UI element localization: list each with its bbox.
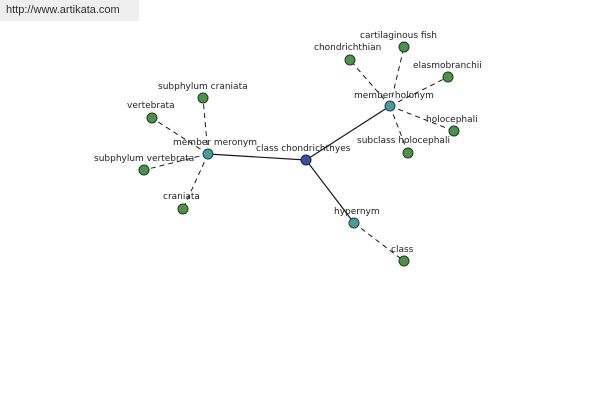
node-elasmobranchii[interactable] <box>442 71 454 83</box>
node-subphylum-craniata[interactable] <box>197 92 209 104</box>
graph-labels: subphylum craniata vertebrata subphylum ve… <box>94 31 482 255</box>
edge-holonym-holocephali <box>389 105 455 132</box>
node-hypernym-label[interactable]: hypernym <box>334 207 380 217</box>
node-root-label[interactable]: class chondrichthyes <box>256 144 351 154</box>
node-vertebrata-label[interactable]: vertebrata <box>127 101 175 111</box>
node-root[interactable] <box>300 154 312 166</box>
node-subphylum-vertebrata[interactable] <box>138 164 150 176</box>
edge-meronym-craniata <box>182 153 209 210</box>
node-cartilaginous-fish-label[interactable]: cartilaginous fish <box>360 31 437 41</box>
node-meronym[interactable] <box>202 148 214 160</box>
node-holocephali-label[interactable]: holocephali <box>426 115 478 125</box>
edge-holonym-chondrichthian <box>349 59 391 107</box>
edge-holonym-elasmobranchii <box>389 76 449 107</box>
node-cartilaginous-fish[interactable] <box>398 41 410 53</box>
node-craniata[interactable] <box>177 203 189 215</box>
node-chondrichthian[interactable] <box>344 54 356 66</box>
graph-edges <box>143 46 455 262</box>
node-holonym-label[interactable]: member holonym <box>354 91 434 101</box>
edge-root-holonym <box>305 105 391 161</box>
source-url-link[interactable]: http://www.artikata.com <box>6 4 120 16</box>
node-subclass-holocephali-label[interactable]: subclass holocephali <box>357 136 450 146</box>
edge-root-hypernym <box>305 159 355 224</box>
url-bar: http://www.artikata.com <box>0 0 139 21</box>
node-holocephali[interactable] <box>448 125 460 137</box>
node-elasmobranchii-label[interactable]: elasmobranchii <box>413 61 482 71</box>
node-vertebrata[interactable] <box>146 112 158 124</box>
node-class-label[interactable]: class <box>391 245 414 255</box>
edge-hypernym-class <box>353 222 405 262</box>
node-craniata-label[interactable]: craniata <box>163 192 200 202</box>
node-class[interactable] <box>398 255 410 267</box>
node-chondrichthian-label[interactable]: chondrichthian <box>314 43 381 53</box>
edge-holonym-cartilaginous-fish <box>389 46 405 107</box>
node-holonym[interactable] <box>384 100 396 112</box>
node-hypernym[interactable] <box>348 217 360 229</box>
graph-nodes <box>138 41 460 267</box>
edge-meronym-subphylum-vertebrata <box>143 153 209 171</box>
node-subphylum-vertebrata-label[interactable]: subphylum vertebrata <box>94 154 194 164</box>
node-subclass-holocephali[interactable] <box>402 147 414 159</box>
node-meronym-label[interactable]: member meronym <box>173 138 257 148</box>
node-subphylum-craniata-label[interactable]: subphylum craniata <box>158 82 248 92</box>
edge-meronym-subphylum-craniata <box>202 97 209 155</box>
edge-meronym-vertebrata <box>151 117 209 155</box>
edge-root-meronym <box>207 153 307 161</box>
